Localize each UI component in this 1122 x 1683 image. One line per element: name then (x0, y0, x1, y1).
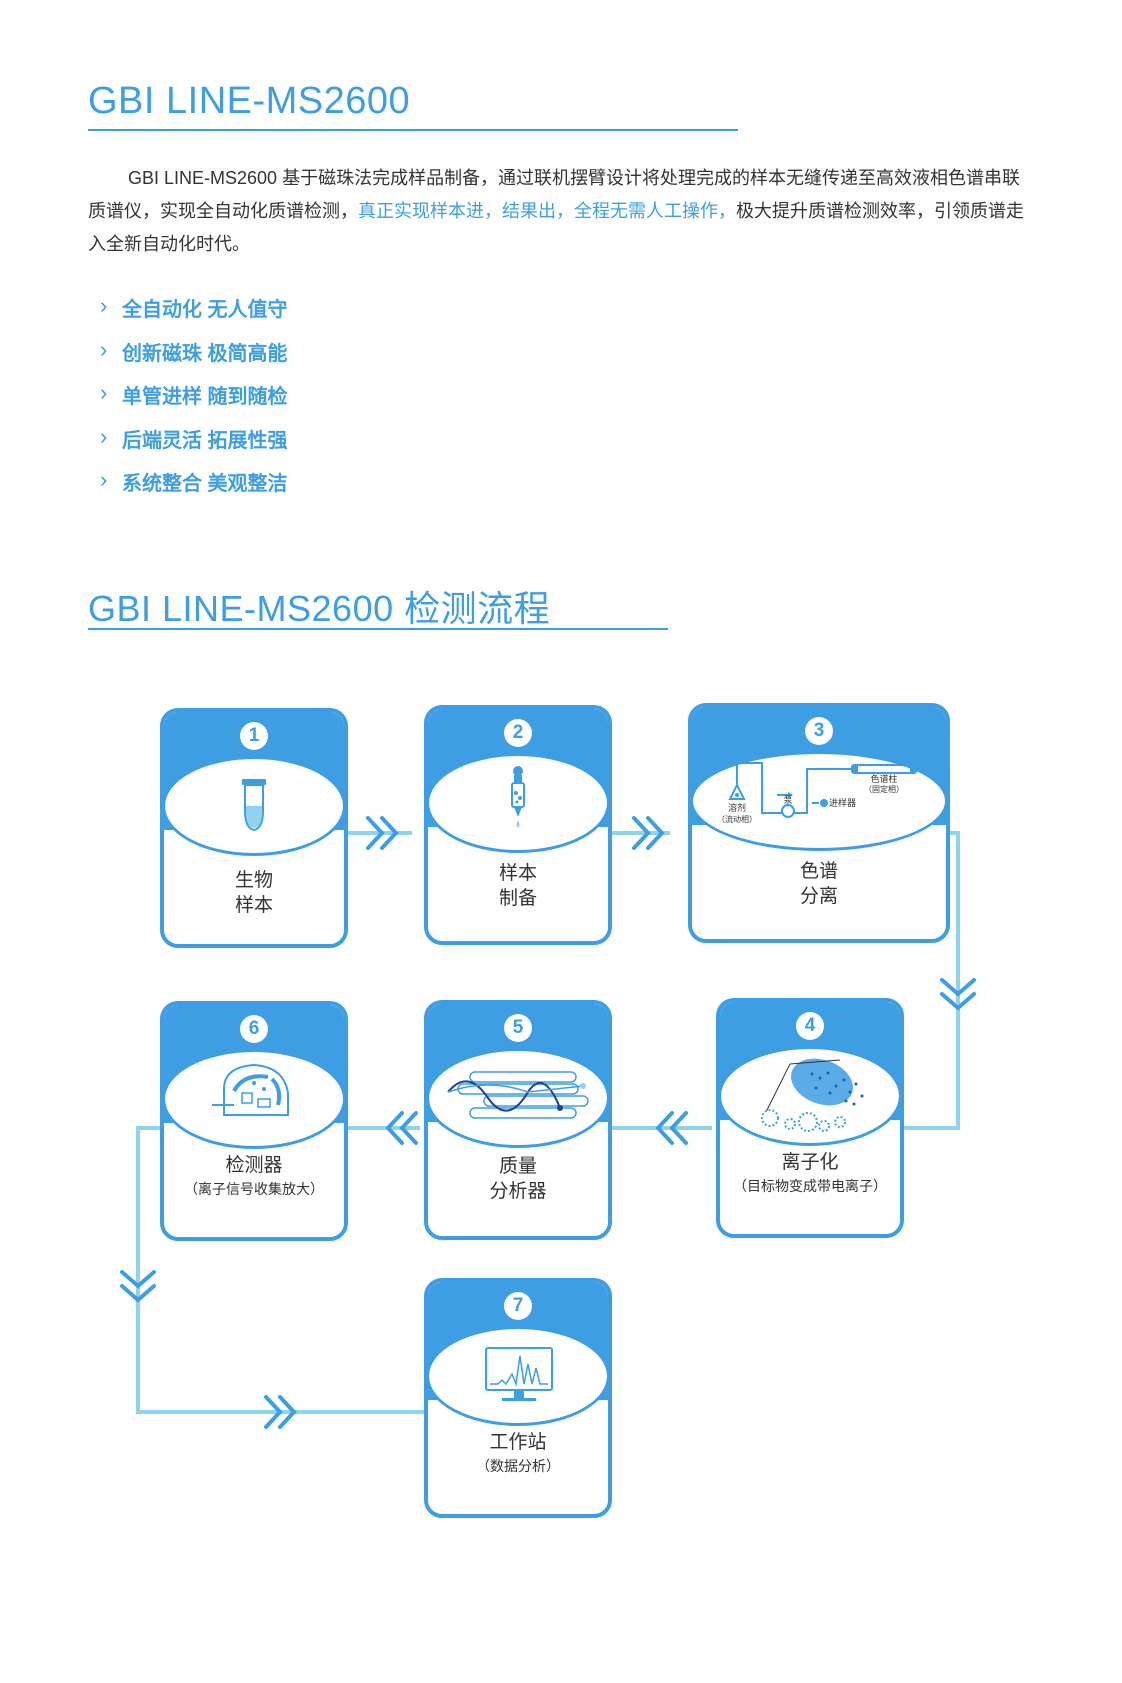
step-card-4: 4 离子化 （目标物变成带电离子） (716, 998, 904, 1238)
step-label-line1: 样本 (498, 863, 537, 884)
column-label: 色谱柱 (870, 773, 897, 784)
step-number: 7 (504, 1292, 532, 1320)
double-chevron-right-icon (366, 816, 399, 850)
pipette-icon (511, 766, 525, 828)
double-chevron-down-icon (120, 1270, 156, 1303)
step-sublabel: （目标物变成带电离子） (733, 1178, 887, 1194)
card-ellipse (692, 751, 946, 851)
feature-label: 系统整合 美观整洁 (122, 473, 288, 495)
feature-label: 单管进样 随到随检 (122, 386, 288, 408)
feature-item: › 单管进样 随到随检 (100, 380, 288, 424)
connector-3-4 (868, 831, 960, 1130)
process-title: GBI LINE-MS2600 检测流程 (88, 588, 551, 629)
solvent-label: 溶剂 (728, 802, 746, 813)
chevron-right-icon: › (100, 293, 108, 318)
step-number: 5 (504, 1014, 532, 1042)
feature-item: › 系统整合 美观整洁 (100, 467, 288, 511)
double-chevron-right-icon (632, 816, 665, 850)
step-number: 1 (240, 722, 268, 750)
ionization-icon (761, 1058, 864, 1132)
product-title: GBI LINE-MS2600 (88, 80, 411, 122)
step-card-5: 5 质量 分析器 (424, 1000, 612, 1240)
step-label-line2: 分析器 (489, 1181, 547, 1202)
step-sublabel: （离子信号收集放大） (184, 1181, 324, 1197)
step-number: 2 (504, 719, 532, 747)
step-sublabel: （数据分析） (476, 1458, 560, 1474)
feature-item: › 后端灵活 拓展性强 (100, 424, 288, 468)
column-sublabel: （固定相） (864, 784, 904, 794)
step-label-line1: 色谱 (799, 861, 838, 882)
process-title-underline (88, 628, 668, 630)
step-label-line1: 检测器 (225, 1155, 283, 1176)
step-label-line1: 离子化 (781, 1152, 839, 1173)
detector-icon (212, 1063, 289, 1116)
tube-icon (242, 779, 266, 832)
double-chevron-left-icon (385, 1111, 418, 1145)
step-number: 3 (805, 717, 833, 745)
step-number: 4 (796, 1012, 824, 1040)
monitor-icon (485, 1347, 553, 1401)
step-label-line2: 样本 (234, 895, 273, 916)
intro-text-part1: GBI LINE-MS2600 基于磁珠法完成样品制备，通过联机摆臂设计将处理完… (88, 168, 1021, 221)
injector-label: 进样器 (829, 797, 856, 808)
double-chevron-left-icon (655, 1111, 688, 1145)
intro-highlight: 真正实现样本进，结果出，全程无需人工操作， (358, 201, 736, 221)
step-label-line1: 质量 (498, 1156, 537, 1177)
step-label-line2: 制备 (498, 888, 537, 909)
feature-label: 创新磁珠 极简高能 (122, 342, 288, 365)
intro-text-part2: 极大提升质谱检测效率，引领质谱走入全新自动化时代。 (88, 201, 1024, 254)
step-number: 6 (240, 1015, 268, 1043)
solvent-sublabel: （流动相） (717, 814, 757, 824)
double-chevron-right-icon (264, 1395, 297, 1429)
chevron-right-icon: › (100, 380, 108, 405)
step-card-3: 3 溶剂 （流动相） 泵 进样器 色谱柱 （固定相） 色谱 分离 (688, 703, 950, 943)
pump-label: 泵 (783, 795, 792, 805)
feature-label: 后端灵活 拓展性强 (122, 429, 288, 452)
step-label-line1: 生物 (234, 870, 273, 891)
feature-label: 全自动化 无人值守 (122, 299, 288, 321)
step-label-line2: 分离 (799, 886, 838, 907)
chromatography-icon: 溶剂 （流动相） 泵 进样器 色谱柱 （固定相） (717, 762, 917, 824)
title-underline (88, 129, 738, 131)
step-card-7: 7 工作站 （数据分析） (424, 1278, 612, 1518)
double-chevron-down-icon (940, 978, 976, 1011)
step-card-6: 6 检测器 （离子信号收集放大） (160, 1001, 348, 1241)
feature-list: › 全自动化 无人值守 › 创新磁珠 极简高能 › 单管进样 随到随检 › 后端灵活 拓… (100, 293, 288, 511)
feature-item: › 全自动化 无人值守 (100, 293, 288, 337)
chevron-right-icon: › (100, 423, 108, 449)
chevron-right-icon: › (100, 336, 108, 362)
quadrupole-icon (447, 1071, 589, 1119)
step-card-1: 1 生物 样本 (160, 708, 348, 948)
feature-item: › 创新磁珠 极简高能 (100, 337, 288, 381)
intro-paragraph: GBI LINE-MS2600 基于磁珠法完成样品制备，通过联机摆臂设计将处理完… (88, 162, 1038, 261)
step-card-2: 2 样本 制备 (424, 705, 612, 945)
step-label-line1: 工作站 (489, 1432, 547, 1453)
chevron-right-icon: › (100, 467, 108, 492)
